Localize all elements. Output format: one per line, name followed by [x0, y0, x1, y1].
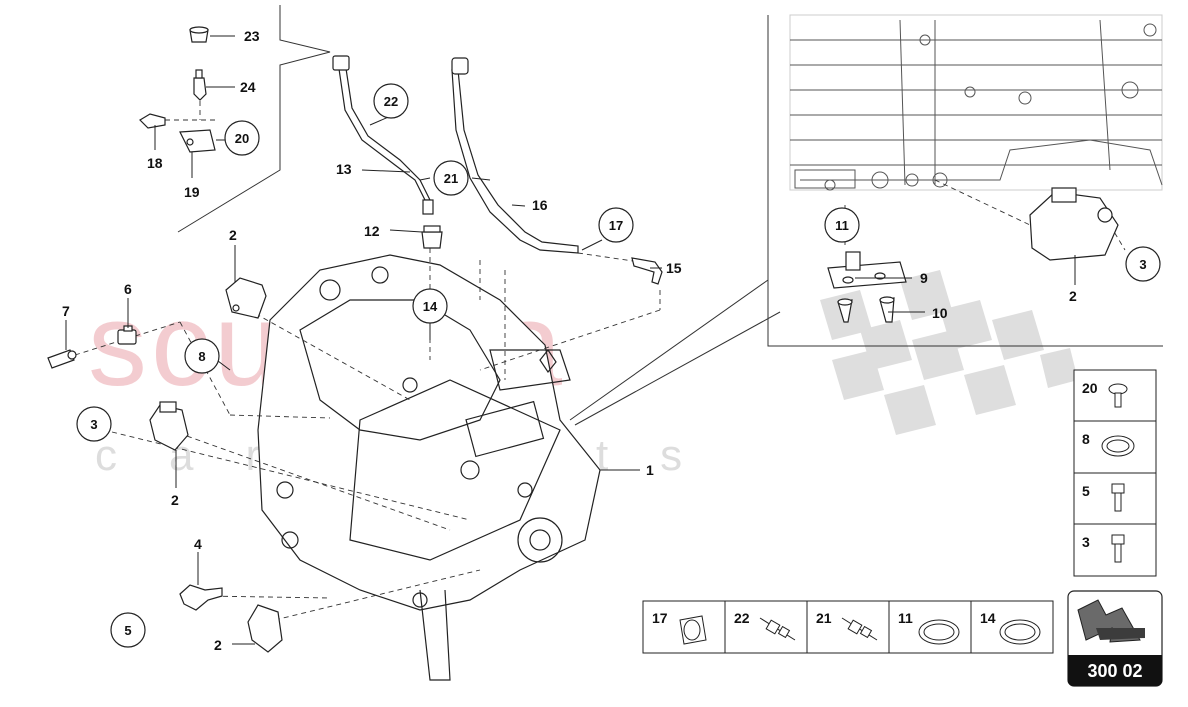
- callout-4: 4: [194, 536, 202, 552]
- svg-text:3: 3: [1082, 534, 1090, 550]
- svg-text:21: 21: [816, 610, 832, 626]
- callout-2d: 2: [1069, 288, 1077, 304]
- callout-labels: 1 2 2 2 2 4 6 7 9 10 12 13 15 16 18 19 2…: [62, 28, 1077, 653]
- svg-text:8: 8: [1082, 431, 1090, 447]
- callout-7: 7: [62, 303, 70, 319]
- svg-text:14: 14: [980, 610, 996, 626]
- o-ring-icon: [999, 619, 1041, 645]
- circled-callout-20: 20: [224, 120, 260, 156]
- legend-cell-14: 14: [980, 610, 1041, 645]
- gearbox-assembly: [257, 254, 601, 681]
- legend-row-5: 5: [1082, 483, 1125, 512]
- leader-lines: [74, 101, 1126, 621]
- checkered-flag-icon: [820, 270, 1078, 435]
- bolt-icon: [1111, 534, 1125, 563]
- next-page-arrow-icon: [1077, 599, 1145, 643]
- callout-24: 24: [240, 79, 256, 95]
- legend-cell-11: 11: [898, 610, 960, 645]
- bracket-9-inset: [827, 251, 907, 289]
- circled-callout-22: 22: [373, 83, 409, 119]
- callout-19: 19: [184, 184, 200, 200]
- callout-18: 18: [147, 155, 163, 171]
- legend-cell-17: 17: [652, 610, 707, 645]
- svg-text:5: 5: [124, 623, 131, 638]
- circled-callout-5: 5: [110, 612, 146, 648]
- actuator-2-inset: [1029, 187, 1119, 261]
- pipe-16: [451, 57, 579, 254]
- part-18-19-23-24: [139, 26, 216, 153]
- callout-2a: 2: [229, 227, 237, 243]
- legend-horizontal: 17 22 21 11 14: [642, 600, 1054, 654]
- svg-text:5: 5: [1082, 483, 1090, 499]
- bleeder-7: [47, 349, 77, 369]
- circled-callout-21: 21: [433, 160, 469, 196]
- sensor-2-left: [149, 401, 189, 451]
- page-number-box[interactable]: 300 02: [1067, 590, 1163, 687]
- callout-15: 15: [666, 260, 682, 276]
- union-fitting-icon: [841, 617, 878, 641]
- callout-9: 9: [920, 270, 928, 286]
- svg-text:11: 11: [898, 610, 913, 626]
- svg-text:8: 8: [198, 349, 205, 364]
- legend-cell-22: 22: [734, 610, 796, 641]
- svg-text:11: 11: [835, 218, 849, 233]
- housing-detail-inset: [789, 14, 1163, 191]
- sensor-2-bottom: [247, 604, 283, 653]
- screw-icon: [1108, 383, 1128, 408]
- svg-text:21: 21: [444, 171, 458, 186]
- fitting-12: [421, 225, 443, 249]
- legend-row-8: 8: [1082, 431, 1135, 457]
- legend-row-20: 20: [1082, 380, 1128, 408]
- pipe-13: [332, 55, 434, 215]
- bolts-10-inset: [837, 296, 895, 323]
- union-fitting-icon: [759, 617, 796, 641]
- hose-clamp-icon: [679, 615, 707, 645]
- callout-2c: 2: [214, 637, 222, 653]
- elbow-15: [631, 257, 663, 285]
- sensor-4: [179, 584, 223, 611]
- inset-frame: [177, 5, 1163, 426]
- callout-12: 12: [364, 223, 380, 239]
- svg-text:20: 20: [1082, 380, 1098, 396]
- legend-cell-21: 21: [816, 610, 878, 641]
- callout-16: 16: [532, 197, 548, 213]
- svg-text:17: 17: [652, 610, 668, 626]
- bolt-icon: [1111, 483, 1125, 512]
- circled-callout-8: 8: [184, 338, 220, 374]
- circled-callout-14: 14: [412, 288, 448, 324]
- o-ring-icon: [1101, 435, 1135, 457]
- circled-callouts: 3 3 5 8 11 14 17 20 21 22: [76, 83, 1161, 648]
- page-number: 300 02: [1087, 661, 1142, 681]
- circled-callout-3a: 3: [76, 406, 112, 442]
- callout-2b: 2: [171, 492, 179, 508]
- o-ring-icon: [918, 619, 960, 645]
- callout-23: 23: [244, 28, 260, 44]
- circled-callout-17: 17: [598, 207, 634, 243]
- circled-callout-11: 11: [824, 207, 860, 243]
- svg-text:17: 17: [609, 218, 623, 233]
- callout-1: 1: [646, 462, 654, 478]
- callout-leaders: [65, 35, 1076, 645]
- legend-vertical: 20 8 5 3: [1073, 369, 1157, 577]
- svg-text:22: 22: [734, 610, 750, 626]
- svg-text:22: 22: [384, 94, 398, 109]
- callout-13: 13: [336, 161, 352, 177]
- svg-text:3: 3: [90, 417, 97, 432]
- svg-text:3: 3: [1139, 257, 1146, 272]
- legend-row-3: 3: [1082, 534, 1125, 563]
- callout-6: 6: [124, 281, 132, 297]
- svg-text:20: 20: [235, 131, 249, 146]
- sensor-2-top: [225, 277, 267, 319]
- callout-10: 10: [932, 305, 948, 321]
- circled-callout-3b: 3: [1125, 246, 1161, 282]
- svg-text:14: 14: [423, 299, 438, 314]
